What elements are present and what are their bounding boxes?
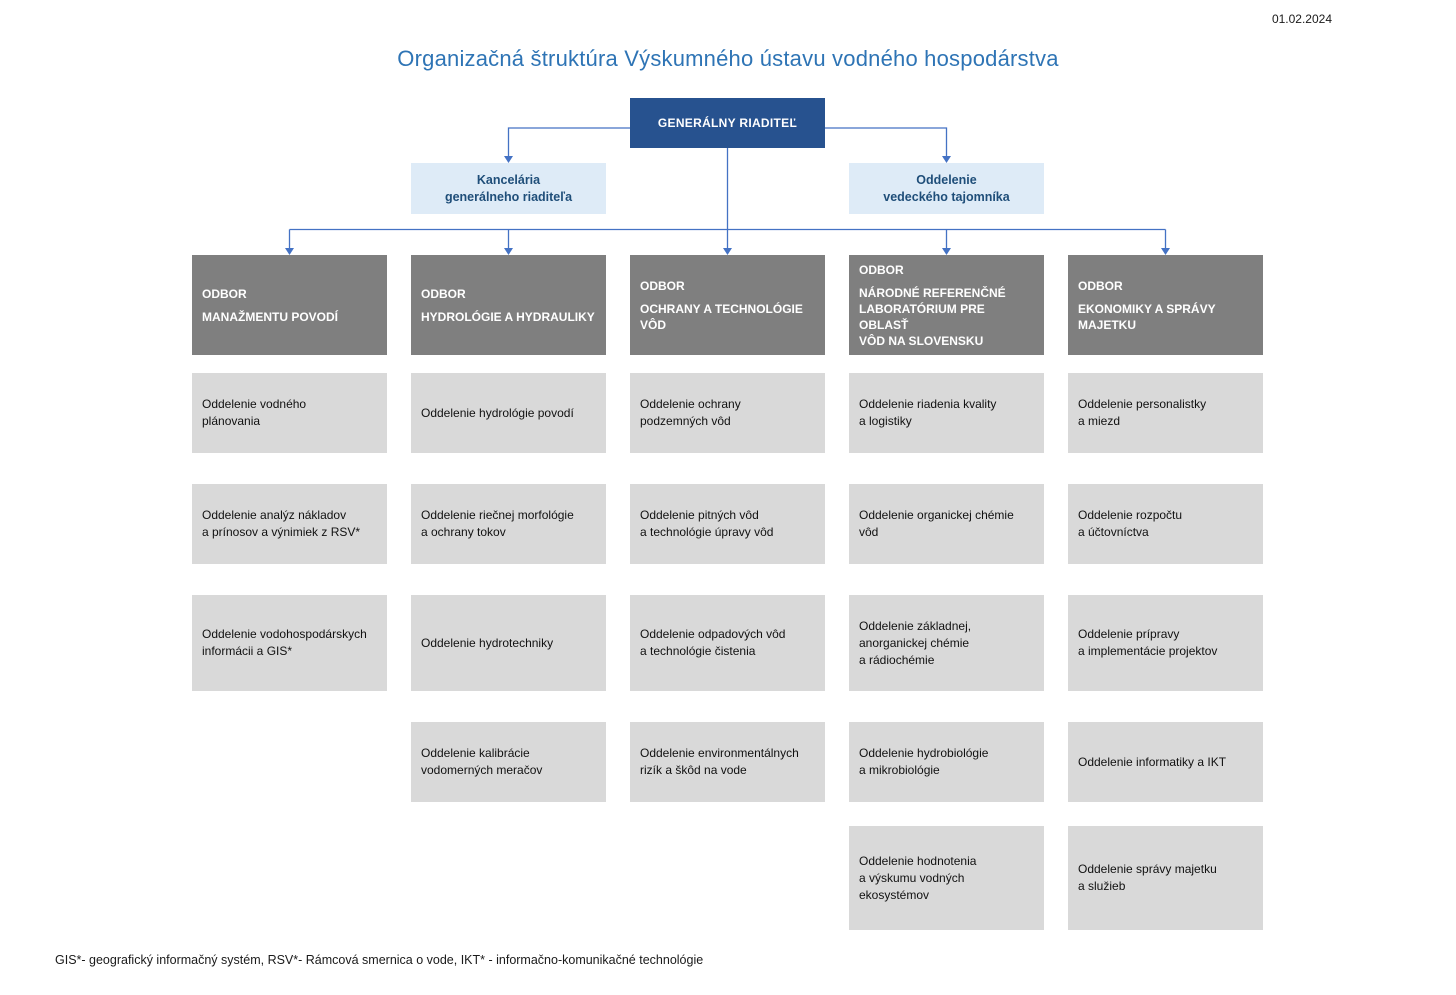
department-label: Oddelenie hodnotenia a výskumu vodných e… [859,853,977,902]
department-box: Oddelenie základnej, anorganickej chémie… [849,595,1044,691]
department-label: Oddelenie prípravy a implementácie proje… [1078,627,1218,658]
department-label: Oddelenie riečnej morfológie a ochrany t… [421,508,574,539]
department-box: Oddelenie prípravy a implementácie proje… [1068,595,1263,691]
department-label: Oddelenie odpadových vôd a technológie č… [640,627,786,658]
department-box: Oddelenie informatiky a IKT [1068,722,1263,802]
chart-title: Organizačná štruktúra Výskumného ústavu … [397,46,1059,71]
staff-box-vedecky-tajomnik: Oddelenie vedeckého tajomníka [849,163,1044,214]
department-box: Oddelenie vodného plánovania [192,373,387,453]
department-label: Oddelenie hydrobiológie a mikrobiológie [859,746,989,777]
staff-label: Kancelária generálneho riaditeľa [444,172,573,204]
department-header-name: EKONOMIKY A SPRÁVY MAJETKU [1078,301,1216,332]
department-header-nrl: ODBOR NÁRODNÉ REFERENČNÉ LABORATÓRIUM PR… [849,255,1044,355]
department-label: Oddelenie hydrológie povodí [421,405,574,420]
department-box: Oddelenie pitných vôd a technológie úpra… [630,484,825,564]
director-box: GENERÁLNY RIADITEĽ [630,98,825,148]
department-box: Oddelenie hydrológie povodí [411,373,606,453]
department-box: Oddelenie kalibrácie vodomerných meračov [411,722,606,802]
department-label: Oddelenie ochrany podzemných vôd [640,397,741,428]
department-label: Oddelenie analýz nákladov a prínosov a v… [202,508,361,539]
director-label: GENERÁLNY RIADITEĽ [657,116,798,130]
department-box: Oddelenie analýz nákladov a prínosov a v… [192,484,387,564]
department-header-prefix: ODBOR [859,262,904,277]
department-header-hydrologia: ODBOR HYDROLÓGIE A HYDRAULIKY [411,255,606,355]
department-header-name: NÁRODNÉ REFERENČNÉ LABORATÓRIUM PRE OBLA… [859,285,1006,348]
department-label: Oddelenie pitných vôd a technológie úpra… [640,508,774,539]
department-header-ochrana-vod: ODBOR OCHRANY A TECHNOLÓGIE VÔD [630,255,825,355]
staff-box-kancelaria: Kancelária generálneho riaditeľa [411,163,606,214]
department-box: Oddelenie riadenia kvality a logistiky [849,373,1044,453]
department-label: Oddelenie riadenia kvality a logistiky [859,397,997,428]
staff-label: Oddelenie vedeckého tajomníka [883,172,1010,204]
department-box: Oddelenie environmentálnych rizík a škôd… [630,722,825,802]
department-label: Oddelenie hydrotechniky [421,635,554,650]
department-header-prefix: ODBOR [640,278,685,293]
department-header-manazment-povodi: ODBOR MANAŽMENTU POVODÍ [192,255,387,355]
department-label: Oddelenie rozpočtu a účtovníctva [1078,508,1183,539]
department-label: Oddelenie environmentálnych rizík a škôd… [640,746,799,777]
department-box: Oddelenie hydrobiológie a mikrobiológie [849,722,1044,802]
department-header-name: MANAŽMENTU POVODÍ [202,309,338,324]
department-label: Oddelenie organickej chémie vôd [859,508,1014,539]
department-box: Oddelenie organickej chémie vôd [849,484,1044,564]
department-box: Oddelenie rozpočtu a účtovníctva [1068,484,1263,564]
department-label: Oddelenie vodohospodárskych informácii a… [202,627,367,658]
department-box: Oddelenie hydrotechniky [411,595,606,691]
department-header-prefix: ODBOR [421,286,466,301]
department-label: Oddelenie základnej, anorganickej chémie… [859,618,972,667]
department-header-prefix: ODBOR [202,286,247,301]
department-box: Oddelenie vodohospodárskych informácii a… [192,595,387,691]
department-label: Oddelenie správy majetku a služieb [1078,862,1217,893]
department-box: Oddelenie správy majetku a služieb [1068,826,1263,930]
department-header-ekonomika: ODBOR EKONOMIKY A SPRÁVY MAJETKU [1068,255,1263,355]
department-box: Oddelenie personalistky a miezd [1068,373,1263,453]
report-date: 01.02.2024 [1271,12,1332,26]
department-label: Oddelenie vodného plánovania [202,397,307,428]
department-box: Oddelenie hodnotenia a výskumu vodných e… [849,826,1044,930]
footnote: GIS*- geografický informačný systém, RSV… [55,953,704,967]
department-header-name: OCHRANY A TECHNOLÓGIE VÔD [640,301,803,332]
department-label: Oddelenie informatiky a IKT [1078,754,1227,769]
department-header-prefix: ODBOR [1078,278,1123,293]
department-box: Oddelenie riečnej morfológie a ochrany t… [411,484,606,564]
department-box: Oddelenie odpadových vôd a technológie č… [630,595,825,691]
department-label: Oddelenie personalistky a miezd [1078,397,1207,428]
department-header-name: HYDROLÓGIE A HYDRAULIKY [421,309,595,324]
department-label: Oddelenie kalibrácie vodomerných meračov [421,746,543,777]
department-box: Oddelenie ochrany podzemných vôd [630,373,825,453]
